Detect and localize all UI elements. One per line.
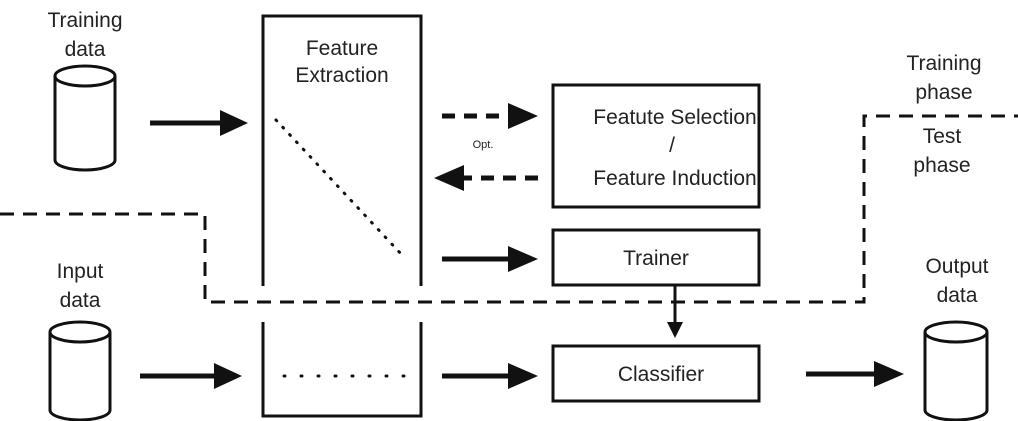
- feature-extraction-dots: [274, 118, 404, 257]
- training-data-label-line2: data: [65, 38, 106, 61]
- feature-selection-label-line1: Featute Selection: [593, 106, 756, 129]
- dashed-arrow-to-selection: [442, 103, 538, 129]
- arrow-extraction-to-trainer: [442, 246, 538, 272]
- input-data-label-line1: Input: [57, 260, 104, 283]
- classifier-box: [551, 344, 761, 403]
- opt-label: Opt.: [473, 139, 494, 151]
- arrow-training-to-extraction: [150, 110, 248, 136]
- output-data-label-line1: Output: [925, 255, 988, 278]
- arrow-extraction-to-classifier: [442, 363, 538, 389]
- feature-extraction-box: [261, 14, 423, 286]
- input-data-cylinder: [48, 320, 112, 421]
- arrow-trainer-to-classifier: [667, 286, 683, 338]
- output-data-label-line2: data: [937, 284, 978, 307]
- training-data-label-line1: Training: [47, 9, 122, 32]
- arrow-input-to-extraction: [140, 363, 242, 389]
- test-phase-label-line1: Test: [923, 125, 962, 148]
- dashed-arrow-from-selection: [434, 165, 538, 191]
- feature-extraction-label-line2: Extraction: [295, 64, 388, 87]
- training-phase-label-line1: Training: [906, 52, 981, 75]
- training-data-cylinder: [53, 64, 117, 172]
- training-phase-label-line2: phase: [915, 81, 972, 104]
- feature-extraction-label-line1: Feature: [306, 37, 378, 60]
- feature-selection-label-line2: /: [669, 134, 675, 157]
- arrow-classifier-to-output: [806, 361, 904, 387]
- feature-selection-box: [551, 83, 761, 209]
- trainer-label: Trainer: [623, 247, 689, 270]
- test-phase-label-line2: phase: [913, 154, 970, 177]
- output-data-cylinder: [923, 320, 989, 421]
- trainer-box: [551, 228, 761, 287]
- classifier-label: Classifier: [618, 363, 704, 386]
- feature-selection-label-line3: Feature Induction: [593, 167, 756, 190]
- phase-separator-line: [0, 114, 1018, 304]
- feature-extraction-box-test: [261, 322, 423, 418]
- input-data-label-line2: data: [60, 289, 101, 312]
